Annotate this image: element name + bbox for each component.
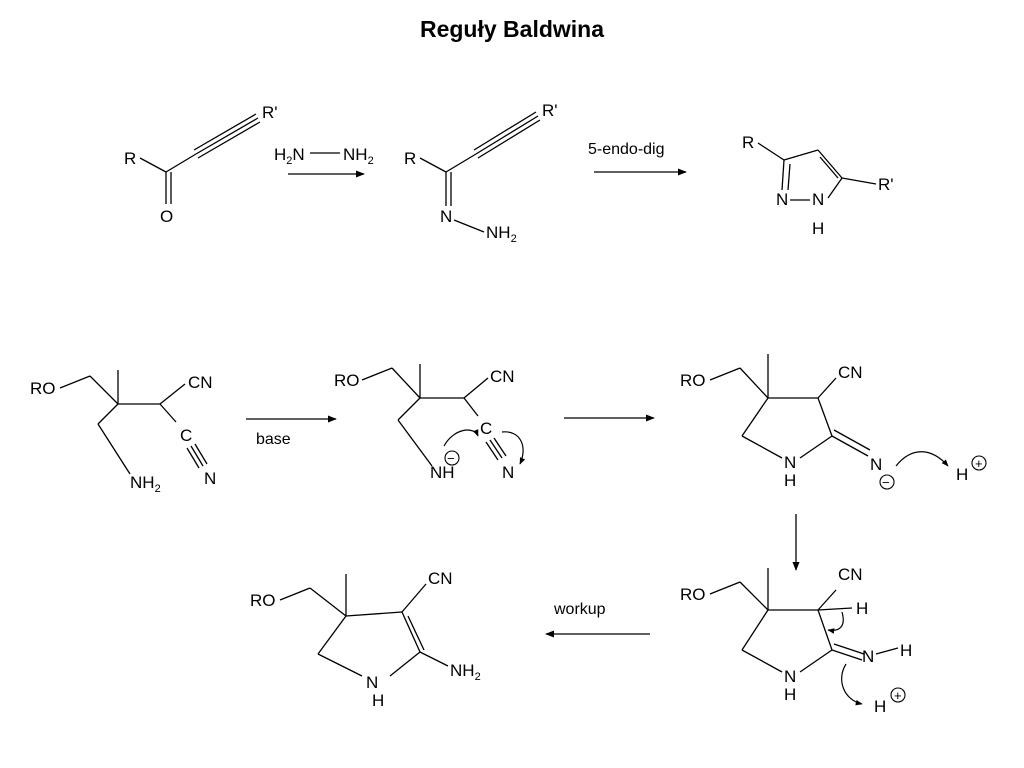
nitrogen-label: N: [784, 453, 796, 472]
page-title: Reguły Baldwina: [419, 16, 605, 42]
r-label: R: [404, 149, 416, 168]
proton-label: H: [956, 465, 968, 484]
positive-charge: [971, 455, 987, 471]
curved-arrow: [443, 429, 479, 447]
nitrogen-label: N: [870, 455, 882, 474]
svg-text:H2N: H2N: [274, 145, 305, 167]
nitrogen-label: N: [784, 667, 796, 686]
amide-anion-molecule: RO CN C N NH −: [334, 364, 526, 482]
proton-label: H: [874, 697, 886, 716]
r-label: R: [742, 133, 754, 152]
ro-label: RO: [680, 585, 706, 604]
reagent-5-endo-dig: 5-endo-dig: [588, 141, 665, 158]
cn-label: CN: [428, 569, 453, 588]
cyclic-imine-anion-molecule: RO CN N H N − H +: [680, 354, 987, 490]
reagent-base: base: [256, 431, 291, 448]
amino-dinitrile-molecule: RO CN C N NH2: [30, 370, 216, 495]
nitrogen-label: N: [502, 463, 514, 482]
svg-text:NH2: NH2: [486, 223, 517, 245]
cn-label: CN: [838, 565, 863, 584]
svg-text:−: −: [447, 451, 455, 466]
svg-text:NH2: NH2: [343, 145, 374, 167]
nitrogen-label: N: [812, 190, 824, 209]
svg-text:NH2: NH2: [130, 473, 161, 495]
hydrogen-label: H: [900, 641, 912, 660]
r-prime-label: R': [262, 103, 278, 122]
hydrazine-reagent: H2N NH2: [274, 145, 374, 167]
aminopyrroline-product-molecule: RO CN N H NH2: [250, 569, 481, 710]
hydrogen-label: H: [784, 685, 796, 704]
svg-text:−: −: [882, 475, 890, 490]
ynone-molecule: R R' O: [124, 103, 278, 226]
cn-label: CN: [838, 363, 863, 382]
hydrogen-label: H: [812, 219, 824, 238]
nh-label: NH: [430, 463, 455, 482]
oxygen-label: O: [160, 207, 173, 226]
positive-charge: [890, 687, 906, 703]
nitrogen-label: N: [366, 673, 378, 692]
pyrazole-molecule: R R' N N H: [742, 133, 894, 238]
hydrazone-molecule: R R' N NH2: [404, 101, 558, 245]
nitrogen-label: N: [862, 647, 874, 666]
r-label: R: [124, 149, 136, 168]
ro-label: RO: [250, 591, 276, 610]
r-prime-label: R': [878, 175, 894, 194]
cn-label: CN: [188, 373, 213, 392]
nitrogen-label: N: [204, 469, 216, 488]
curved-arrow: [895, 451, 949, 467]
hydrogen-label: H: [784, 471, 796, 490]
nitrogen-label: N: [776, 190, 788, 209]
ro-label: RO: [30, 379, 56, 398]
negative-charge: [444, 450, 460, 466]
nitrogen-label: N: [440, 207, 452, 226]
curved-arrow: [827, 611, 844, 634]
cn-label: CN: [490, 367, 515, 386]
r-prime-label: R': [542, 101, 558, 120]
ro-label: RO: [680, 371, 706, 390]
hydrogen-label: H: [372, 691, 384, 710]
svg-text:+: +: [894, 688, 902, 703]
hydrogen-label: H: [856, 599, 868, 618]
svg-text:NH2: NH2: [450, 661, 481, 683]
carbon-label: C: [480, 419, 492, 438]
cyclic-imine-molecule: RO CN H N H N H H +: [680, 565, 912, 716]
negative-charge: [879, 474, 895, 490]
ro-label: RO: [334, 371, 360, 390]
curved-arrow: [501, 431, 526, 465]
carbon-label: C: [180, 426, 192, 445]
svg-text:+: +: [975, 456, 983, 471]
reagent-workup: workup: [553, 601, 606, 618]
curved-arrow: [841, 663, 863, 706]
